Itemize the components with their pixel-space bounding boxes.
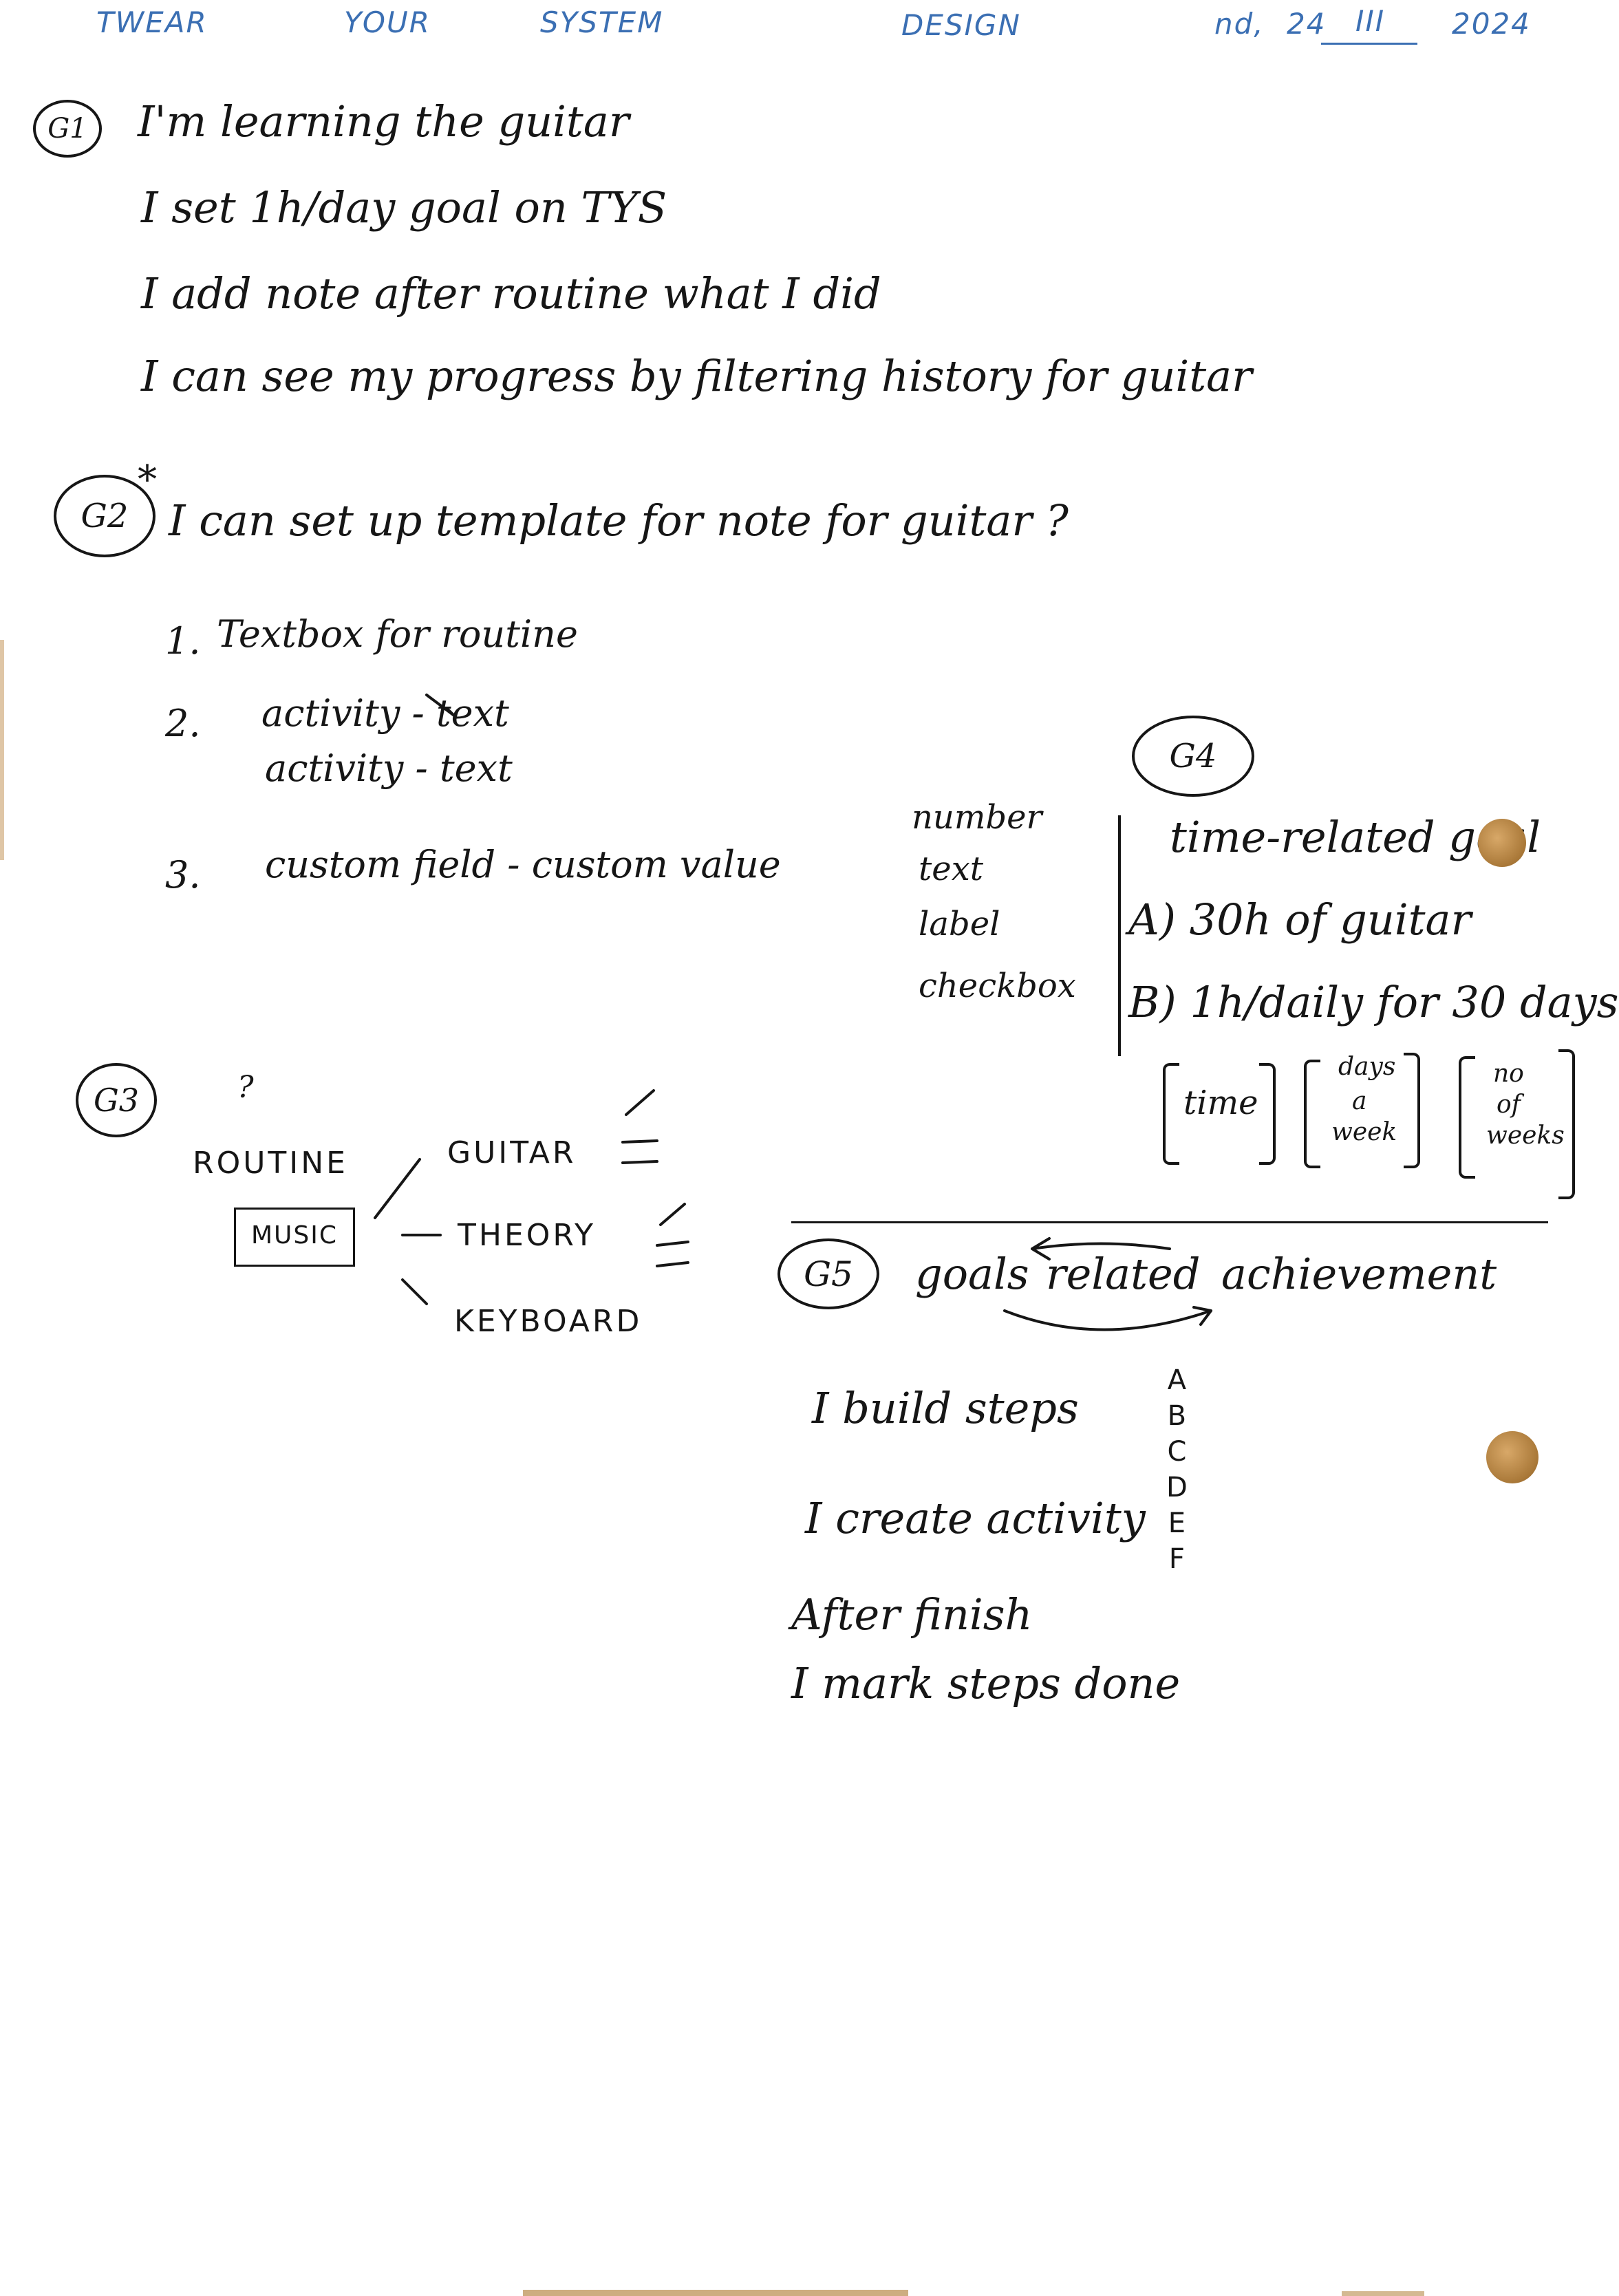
g2-item2a: activity - text	[261, 691, 509, 735]
g4-box-weeks-right	[1558, 1049, 1575, 1199]
g5-tag: G5	[804, 1254, 853, 1294]
g5-word-goals: goals	[915, 1249, 1029, 1299]
g4-tag: G4	[1169, 737, 1217, 775]
g4-box-weeks-3: weeks	[1486, 1122, 1565, 1150]
g5-tag-circle: G5	[778, 1238, 879, 1309]
g5-letter-column: A B C D E F	[1166, 1362, 1188, 1577]
g3-branch-theory: THEORY	[458, 1218, 597, 1253]
header-word-2: YOUR	[344, 6, 431, 39]
g5-line-2: I create activity	[805, 1493, 1146, 1543]
g5-line-4: I mark steps done	[791, 1658, 1181, 1708]
g4-box-days-right	[1404, 1053, 1420, 1168]
g1-line-4: I can see my progress by filtering histo…	[141, 351, 1252, 401]
g4-box-days-left	[1304, 1060, 1320, 1168]
g3-branch-line-keyboard	[401, 1278, 428, 1305]
g1-line-2: I set 1h/day goal on TYS	[141, 182, 667, 233]
g2-item1-num: 1.	[165, 619, 201, 663]
punch-hole-upper	[1478, 819, 1526, 867]
g3-guitar-marks	[621, 1089, 658, 1164]
paper-edge-mark-2	[523, 2290, 908, 2296]
g2-question: I can set up template for note for guita…	[169, 495, 1069, 546]
g1-tag-circle: G1	[33, 100, 102, 158]
header-word-4: DESIGN	[901, 8, 1021, 42]
g4-box-weeks-left	[1459, 1056, 1475, 1179]
g4-box-days-2: a	[1352, 1087, 1367, 1115]
g3-routine-label: ROUTINE	[193, 1146, 348, 1181]
g5-letter-b: B	[1167, 1400, 1187, 1432]
header-date-prefix: nd,	[1214, 7, 1265, 41]
g1-tag: G1	[47, 113, 87, 144]
g2-field-type-label: label	[919, 905, 1000, 943]
g3-branch-guitar: GUITAR	[447, 1135, 577, 1170]
punch-hole-lower	[1486, 1431, 1538, 1483]
g5-letter-f: F	[1168, 1543, 1185, 1575]
paper-edge-mark-1	[0, 640, 4, 860]
g5-letter-c: C	[1167, 1436, 1187, 1468]
g4-option-a: A) 30h of guitar	[1128, 894, 1472, 945]
header-word-3: SYSTEM	[540, 6, 664, 39]
g4-box-time-left	[1163, 1063, 1179, 1165]
g4-divider	[1118, 815, 1121, 1056]
g5-line-3: After finish	[791, 1589, 1033, 1640]
g2-item2b: activity - text	[265, 747, 513, 790]
g5-word-related: related	[1046, 1249, 1201, 1299]
g4-box-days-3: week	[1331, 1118, 1397, 1146]
g5-letter-a: A	[1167, 1364, 1187, 1396]
g1-line-3: I add note after routine what I did	[141, 268, 881, 319]
g2-field-type-checkbox: checkbox	[919, 967, 1076, 1005]
g3-question-mark: ?	[237, 1070, 254, 1105]
g2-tag: G2	[81, 497, 129, 535]
header-date-day: 24	[1287, 7, 1327, 41]
g2-item2-num: 2.	[165, 702, 201, 745]
g2-field-type-number: number	[912, 798, 1042, 837]
header-date-month: III	[1355, 4, 1386, 38]
g4-option-b: B) 1h/daily for 30 days	[1128, 977, 1619, 1027]
g5-letter-d: D	[1166, 1472, 1188, 1503]
g4-box-weeks-1: no	[1493, 1060, 1524, 1088]
g1-line-1: I'm learning the guitar	[138, 96, 630, 147]
header-word-1: TWEAR	[96, 6, 208, 39]
g4-box-time: time	[1183, 1084, 1258, 1122]
g3-tag-circle: G3	[76, 1063, 157, 1137]
g3-branch-line-guitar	[374, 1158, 421, 1219]
g4-box-days-1: days	[1338, 1053, 1396, 1081]
g2-tag-circle: G2	[54, 475, 156, 557]
g2-item3-num: 3.	[165, 853, 201, 897]
g3-tag: G3	[93, 1082, 139, 1119]
g5-word-achievement: achievement	[1221, 1249, 1497, 1299]
g2-star: *	[138, 458, 157, 502]
g3-branch-keyboard: KEYBOARD	[454, 1304, 643, 1339]
g5-letter-e: E	[1168, 1508, 1186, 1539]
g3-music-label: MUSIC	[251, 1221, 339, 1249]
g3-theory-marks	[656, 1203, 689, 1267]
g5-top-divider	[791, 1221, 1548, 1223]
g2-item1: Textbox for routine	[217, 612, 578, 656]
g4-box-time-right	[1259, 1063, 1276, 1165]
g5-line-1: I build steps	[812, 1383, 1079, 1433]
g3-music-box	[234, 1208, 355, 1267]
g4-tag-circle: G4	[1132, 716, 1254, 797]
paper-edge-mark-3	[1342, 2291, 1424, 2296]
header-date-year: 2024	[1452, 7, 1531, 41]
g2-field-type-text: text	[919, 850, 984, 888]
header-date-underline	[1321, 43, 1417, 45]
g2-item3: custom field - custom value	[265, 843, 781, 886]
g4-box-weeks-2: of	[1497, 1091, 1521, 1119]
